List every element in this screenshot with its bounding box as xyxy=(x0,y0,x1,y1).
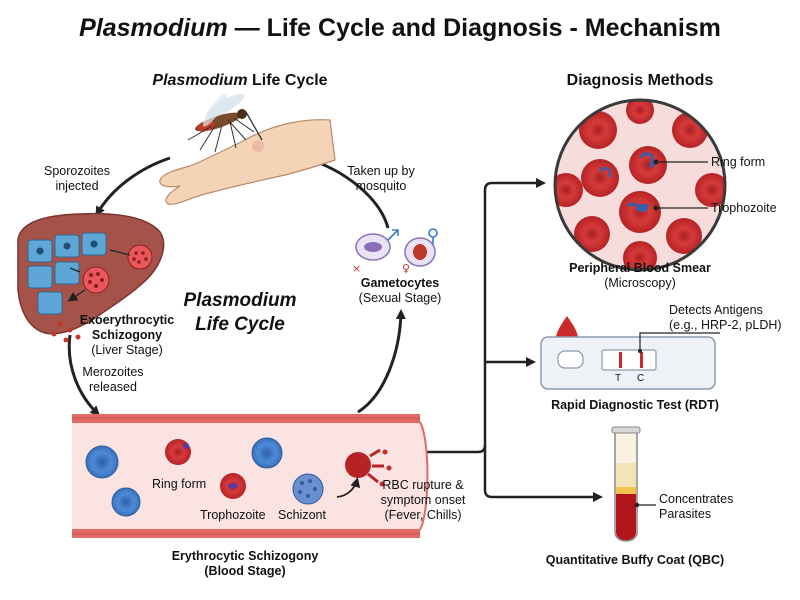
arrow-to-gametocytes xyxy=(357,309,406,414)
svg-text:♀: ♀ xyxy=(402,262,410,275)
label-rdt-t: T xyxy=(615,373,622,384)
label-smear-trophozoite: Trophozoite xyxy=(711,201,777,215)
arrow-diagnosis-connector xyxy=(424,178,603,502)
page-title: Plasmodium — Life Cycle and Diagnosis - … xyxy=(79,14,721,42)
label-qbc: Quantitative Buffy Coat (QBC) xyxy=(545,553,725,567)
blood-smear-circle xyxy=(553,98,727,272)
mosquito-illustration xyxy=(187,93,263,153)
arrow-merozoites xyxy=(67,334,101,417)
label-blood-smear: Peripheral Blood Smear(Microscopy) xyxy=(569,261,711,290)
life-cycle-heading: Plasmodium Life Cycle xyxy=(152,72,328,89)
center-life-cycle-title: Plasmodium Life Cycle xyxy=(183,290,297,335)
label-rbc-rupture: RBC rupture &symptom onset(Fever, Chills… xyxy=(380,478,466,522)
label-rdt: Rapid Diagnostic Test (RDT) xyxy=(551,398,719,412)
label-rdt-c: C xyxy=(637,373,645,384)
liver-illustration xyxy=(17,212,165,343)
label-detects-antigens: Detects Antigens(e.g., HRP-2, pLDH) xyxy=(669,303,782,332)
arrow-sporozoites xyxy=(95,156,171,217)
arm-illustration xyxy=(159,119,336,205)
diagnosis-heading: Diagnosis Methods xyxy=(566,72,714,89)
label-gametocytes: Gametocytes(Sexual Stage) xyxy=(358,276,442,305)
label-ring-form-blood: Ring form xyxy=(152,477,207,491)
label-trophozoite-blood: Trophozoite xyxy=(200,508,266,522)
blood-vessel xyxy=(72,414,429,538)
label-schizont: Schizont xyxy=(278,508,326,522)
label-smear-ring-form: Ring form xyxy=(711,155,766,169)
rdt-cassette xyxy=(540,316,720,390)
qbc-tube xyxy=(611,426,656,542)
label-erythrocytic: Erythrocytic Schizogony(Blood Stage) xyxy=(171,549,319,578)
svg-text:×: × xyxy=(352,262,361,275)
gametocytes-illustration: × ♀ xyxy=(352,228,438,275)
